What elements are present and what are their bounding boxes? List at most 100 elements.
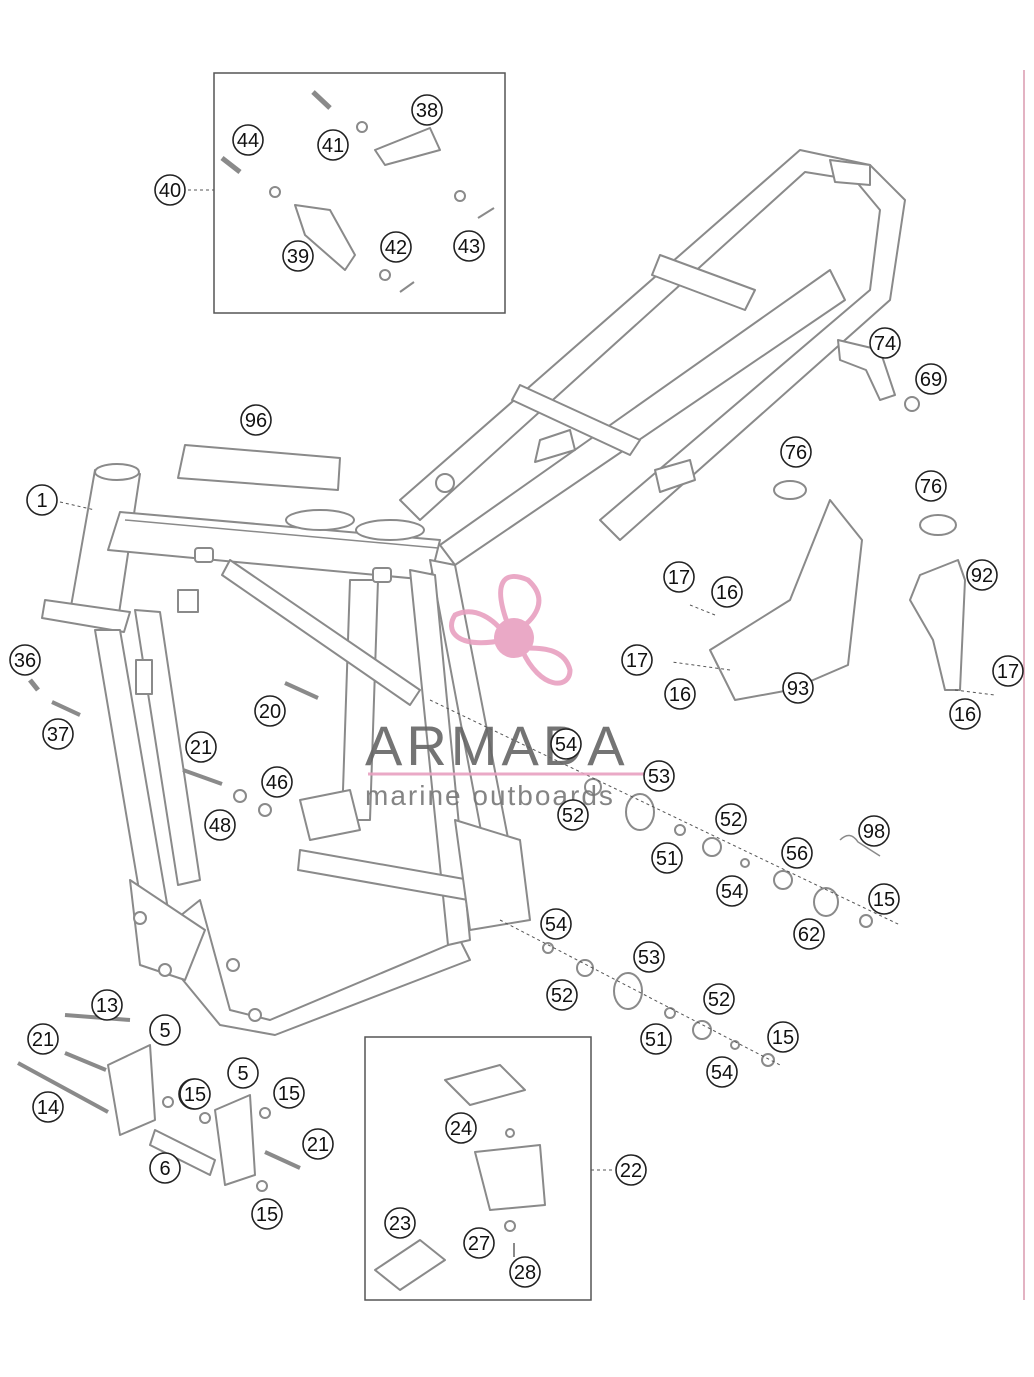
callout-circle: [380, 231, 412, 263]
callout-label: 43: [458, 236, 480, 258]
callout-52: 52: [557, 799, 589, 831]
callout-93: 93: [782, 672, 814, 704]
engine-mount-hardware-upper: [584, 778, 873, 928]
callout-circle: [868, 883, 900, 915]
callout-label: 15: [873, 889, 895, 911]
callout-label: 39: [287, 246, 309, 268]
chain-guide-parts: [374, 1064, 546, 1291]
callout-circle: [254, 695, 286, 727]
callout-label: 37: [47, 724, 69, 746]
callout-label: 54: [555, 734, 577, 756]
callout-label: 92: [971, 565, 993, 587]
callout-42: 42: [380, 231, 412, 263]
callout-label: 52: [708, 989, 730, 1011]
callout-label: 69: [920, 369, 942, 391]
callout-label: 42: [385, 237, 407, 259]
callout-21: 21: [27, 1023, 59, 1055]
callout-circle: [27, 1023, 59, 1055]
part-69-nut: [904, 396, 920, 412]
callout-96: 96: [240, 404, 272, 436]
callout-16: 16: [711, 576, 743, 608]
callout-43: 43: [453, 230, 485, 262]
callout-17: 17: [621, 644, 653, 676]
callout-44: 44: [232, 124, 264, 156]
callout-circle: [546, 979, 578, 1011]
callout-label: 46: [266, 772, 288, 794]
callout-circle: [463, 1227, 495, 1259]
callout-circle: [317, 129, 349, 161]
callout-label: 38: [416, 100, 438, 122]
callout-label: 52: [562, 805, 584, 827]
callout-5: 5: [149, 1014, 181, 1046]
callout-circle: [204, 809, 236, 841]
callout-circle: [154, 174, 186, 206]
callout-14: 14: [32, 1091, 64, 1123]
callout-circle: [915, 363, 947, 395]
callout-label: 20: [259, 701, 281, 723]
callout-circle: [251, 1198, 283, 1230]
callout-15: 15: [251, 1198, 283, 1230]
callout-label: 16: [716, 582, 738, 604]
callout-15: 15: [179, 1078, 211, 1110]
callout-circle: [780, 436, 812, 468]
callouts: 1556131415151515151516161617171720212121…: [9, 94, 1024, 1288]
callout-circle: [621, 644, 653, 676]
callout-label: 17: [668, 567, 690, 589]
callout-label: 6: [159, 1158, 170, 1180]
callout-circle: [149, 1152, 181, 1184]
callout-51: 51: [651, 842, 683, 874]
callout-circle: [711, 576, 743, 608]
callout-label: 54: [545, 914, 567, 936]
callout-53: 53: [633, 941, 665, 973]
callout-label: 5: [159, 1020, 170, 1042]
callout-20: 20: [254, 695, 286, 727]
callout-circle: [411, 94, 443, 126]
callout-label: 53: [648, 766, 670, 788]
callout-13: 13: [91, 989, 123, 1021]
callout-label: 15: [772, 1027, 794, 1049]
callout-circle: [716, 875, 748, 907]
callout-label: 96: [245, 410, 267, 432]
callout-label: 74: [874, 333, 896, 355]
subframe: [399, 149, 906, 566]
callout-label: 51: [645, 1029, 667, 1051]
callout-label: 27: [468, 1233, 490, 1255]
callout-label: 16: [954, 704, 976, 726]
callout-21: 21: [185, 731, 217, 763]
callout-1: 1: [26, 484, 58, 516]
callout-circle: [663, 561, 695, 593]
callout-label: 24: [450, 1118, 472, 1140]
callout-circle: [42, 718, 74, 750]
callout-circle: [445, 1112, 477, 1144]
callout-label: 36: [14, 650, 36, 672]
callout-label: 5: [237, 1063, 248, 1085]
callout-label: 13: [96, 995, 118, 1017]
callout-circle: [966, 559, 998, 591]
part-76-clamp-left: [773, 480, 807, 500]
callout-circle: [715, 803, 747, 835]
callout-circle: [651, 842, 683, 874]
callout-53: 53: [643, 760, 675, 792]
callout-circle: [240, 404, 272, 436]
part-92-intake: [909, 559, 966, 691]
callout-circle: [282, 240, 314, 272]
callout-circle: [453, 230, 485, 262]
callout-15: 15: [273, 1077, 305, 1109]
callout-54: 54: [716, 875, 748, 907]
callout-51: 51: [640, 1023, 672, 1055]
callout-circle: [767, 1021, 799, 1053]
callout-circle: [706, 1056, 738, 1088]
callout-label: 62: [798, 924, 820, 946]
callout-56: 56: [781, 837, 813, 869]
callout-label: 76: [920, 476, 942, 498]
callout-21: 21: [302, 1128, 334, 1160]
callout-69: 69: [915, 363, 947, 395]
callout-circle: [261, 766, 293, 798]
callout-circle: [703, 983, 735, 1015]
part-96-plate: [177, 444, 341, 491]
callout-circle: [91, 989, 123, 1021]
callout-circle: [664, 678, 696, 710]
callout-54: 54: [540, 908, 572, 940]
callout-5: 5: [227, 1057, 259, 1089]
callout-38: 38: [411, 94, 443, 126]
